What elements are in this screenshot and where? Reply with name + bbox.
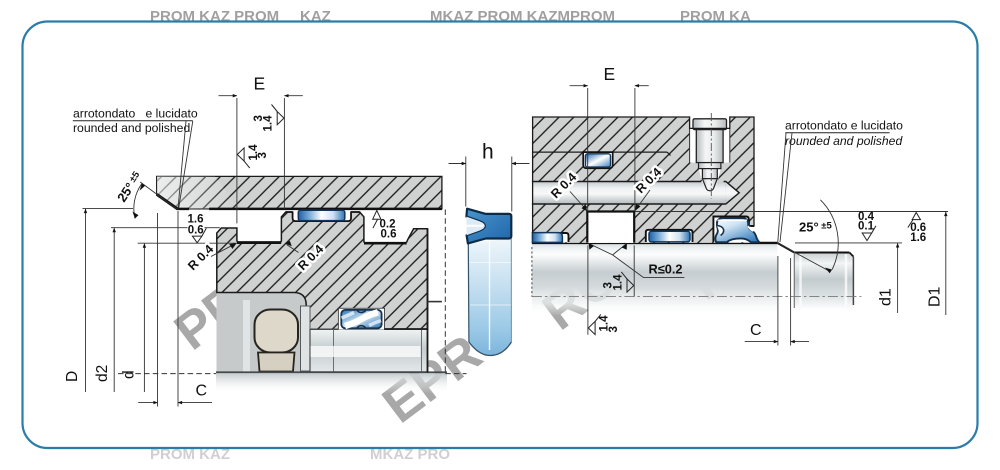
svg-text:0.4: 0.4 (858, 211, 875, 223)
svg-text:1.4: 1.4 (599, 315, 611, 332)
svg-text:E: E (254, 74, 266, 94)
svg-text:d: d (121, 370, 138, 379)
svg-text:D: D (64, 371, 81, 382)
svg-text:0.6: 0.6 (188, 225, 204, 237)
svg-text:MKAZ PRO: MKAZ PRO (370, 446, 450, 463)
svg-text:1.6: 1.6 (188, 214, 204, 226)
svg-text:D1: D1 (927, 286, 944, 307)
svg-text:0.1: 0.1 (858, 220, 875, 232)
svg-text:1.4: 1.4 (248, 144, 260, 161)
svg-text:E: E (604, 64, 616, 84)
svg-text:R≤0.2: R≤0.2 (649, 261, 683, 276)
svg-text:3: 3 (608, 326, 620, 332)
svg-text:0.6: 0.6 (910, 222, 926, 234)
svg-text:d2: d2 (94, 365, 111, 382)
svg-text:h: h (482, 141, 494, 164)
svg-text:rounded and polished: rounded and polished (73, 121, 190, 135)
svg-text:d1: d1 (878, 288, 895, 306)
svg-text:3: 3 (253, 115, 265, 121)
svg-text:C: C (196, 383, 208, 400)
svg-text:3: 3 (603, 282, 615, 288)
svg-text:arrotondato e lucidato: arrotondato e lucidato (785, 119, 903, 133)
svg-text:0.6: 0.6 (381, 229, 397, 241)
svg-text:arrotondato e lucidato: arrotondato e lucidato (73, 107, 198, 121)
svg-text:1.4: 1.4 (263, 115, 275, 132)
svg-text:1.6: 1.6 (910, 232, 926, 244)
svg-text:1.4: 1.4 (613, 274, 625, 291)
svg-text:PROM KAZ: PROM KAZ (150, 446, 230, 463)
svg-text:rounded and polished: rounded and polished (785, 134, 903, 148)
svg-text:C: C (750, 322, 762, 339)
svg-text:3: 3 (257, 152, 269, 158)
svg-text:25° ±5: 25° ±5 (799, 220, 833, 235)
svg-text:0.2: 0.2 (380, 218, 396, 230)
